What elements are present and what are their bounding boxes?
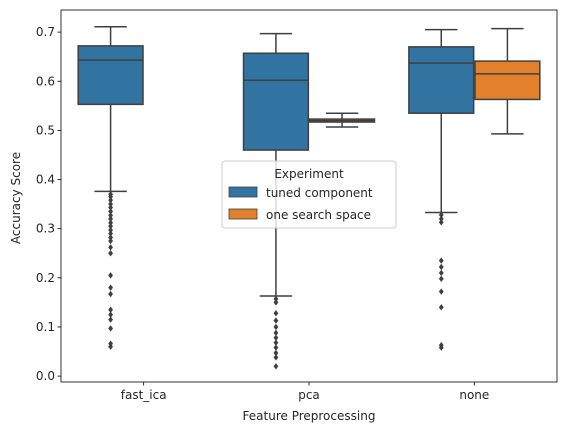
outlier-point <box>273 334 279 341</box>
outlier-point <box>108 250 113 257</box>
outlier-point <box>108 215 113 223</box>
outlier-point <box>108 208 113 215</box>
outlier-point <box>108 234 113 241</box>
box-iqr <box>77 45 144 106</box>
y-tick-label: 0.2 <box>36 271 55 285</box>
axes-layer: 0.0 0.1 0.2 0.3 0.4 0.5 0.6 0.7 fast_ica pca none <box>36 9 558 402</box>
outlier-point <box>438 211 444 219</box>
outlier-point <box>438 304 444 311</box>
outlier-point <box>108 193 113 200</box>
outlier-point <box>273 349 279 357</box>
y-tick-label: 0.1 <box>36 320 55 334</box>
outlier-point <box>273 310 279 317</box>
outlier-point <box>438 269 444 277</box>
outlier-point <box>108 284 113 291</box>
y-tick-label: 0.3 <box>36 222 55 236</box>
outlier-point <box>438 263 444 271</box>
x-axis-label: Feature Preprocessing <box>243 409 376 423</box>
x-tick-label: none <box>459 388 489 402</box>
boxes-layer <box>77 25 541 370</box>
outlier-point <box>108 204 113 211</box>
outlier-point <box>108 230 113 237</box>
outlier-point <box>108 226 113 234</box>
outlier-point <box>273 323 279 331</box>
box-iqr <box>242 52 310 151</box>
box-iqr <box>408 46 475 114</box>
outlier-point <box>108 290 113 298</box>
box-tuned-component-pca <box>242 32 310 370</box>
outlier-point <box>273 354 279 361</box>
y-tick-label: 0.5 <box>36 123 55 137</box>
y-axis-label: Accuracy Score <box>9 152 23 244</box>
outlier-point <box>438 257 444 264</box>
y-tick-label: 0.4 <box>36 173 55 187</box>
outlier-point <box>108 196 113 204</box>
outlier-point <box>273 363 279 370</box>
legend: Experiment tuned component one search sp… <box>221 160 397 229</box>
outlier-point <box>108 316 113 323</box>
outlier-point <box>273 317 279 324</box>
box-one-search-space-none <box>474 27 541 135</box>
legend-label-one-search-space: one search space <box>266 208 371 222</box>
outlier-point <box>273 329 279 337</box>
y-tick-label: 0.6 <box>36 74 55 88</box>
x-tick-label: pca <box>298 388 320 402</box>
box-iqr <box>474 60 541 101</box>
outlier-point <box>108 223 113 230</box>
legend-label-tuned-component: tuned component <box>266 186 373 200</box>
outlier-point <box>108 219 113 226</box>
outlier-point <box>108 343 113 350</box>
legend-swatch-one-search-space <box>228 208 258 220</box>
outlier-point <box>108 272 113 279</box>
outlier-point <box>273 339 279 346</box>
legend-swatch-tuned-component <box>228 186 258 198</box>
outlier-point <box>273 299 279 306</box>
legend-frame <box>221 160 397 229</box>
outlier-point <box>108 200 113 208</box>
y-tick-label: 0.7 <box>36 25 55 39</box>
legend-title: Experiment <box>274 167 344 181</box>
outlier-point <box>438 288 444 295</box>
outlier-point <box>108 306 113 313</box>
outlier-point <box>438 215 444 223</box>
outlier-point <box>108 311 113 318</box>
box-tuned-component-none <box>408 28 475 351</box>
box-one-search-space-pca <box>308 112 376 128</box>
outlier-point <box>108 325 113 332</box>
outlier-point <box>438 219 444 226</box>
y-tick-label: 0.0 <box>36 369 55 383</box>
outlier-point <box>108 237 113 245</box>
outlier-point <box>438 275 444 283</box>
x-tick-label: fast_ica <box>121 388 167 402</box>
outlier-point <box>108 244 113 251</box>
outlier-point <box>438 344 444 351</box>
outlier-point <box>273 344 279 351</box>
box-tuned-component-fast-ica <box>77 25 144 350</box>
outlier-point <box>273 295 279 303</box>
outlier-point <box>108 212 113 219</box>
